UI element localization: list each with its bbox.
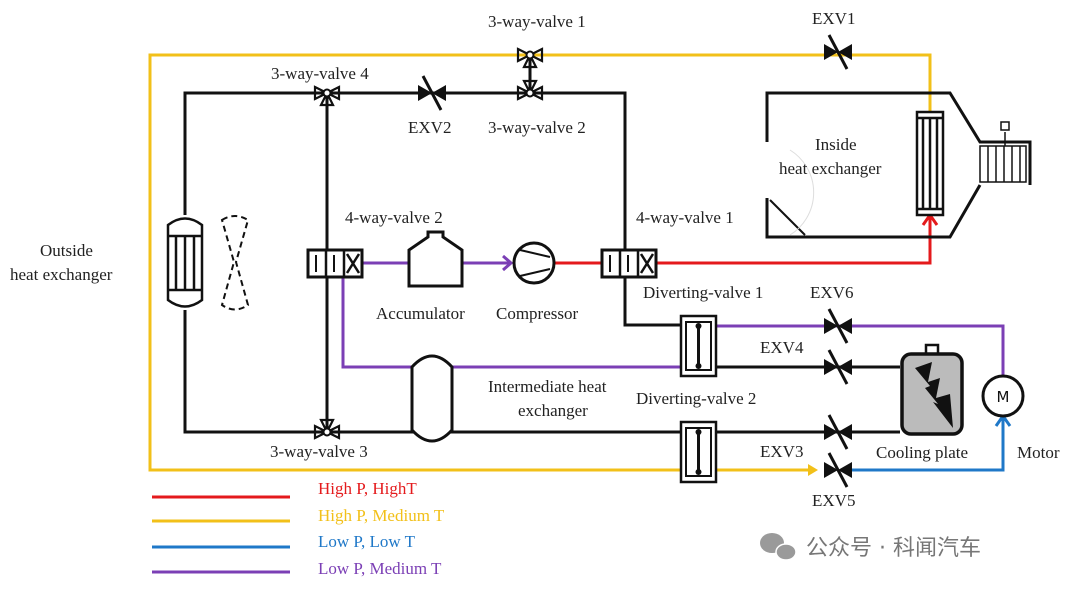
label-cooling-plate: Cooling plate [876,443,968,462]
label-4-way-valve-2: 4-way-valve 2 [345,208,443,227]
watermark-text: 公众号 · 科闻汽车 [806,536,981,561]
fan-icon [220,215,250,311]
exv4-valve[interactable] [822,348,854,386]
blower-icon [979,121,1027,183]
label-3-way-valve-4: 3-way-valve 4 [271,64,369,83]
exv3-valve[interactable] [822,413,854,451]
legend-label: Low P, Medium T [318,559,442,578]
lightning-icon [915,362,953,428]
exv5-valve[interactable] [822,451,854,489]
exv6-valve[interactable] [822,307,854,345]
label-outside-hx-2: heat exchanger [10,265,113,284]
label-4-way-valve-1: 4-way-valve 1 [636,208,734,227]
label-intermediate-hx-1: Intermediate heat [488,377,607,396]
label-exv4: EXV4 [760,338,804,357]
label-diverting-valve-1: Diverting-valve 1 [643,283,763,302]
four-way-valve-2[interactable] [306,248,364,279]
inside-heat-exchanger [915,110,945,217]
outside-heat-exchanger [166,217,204,308]
exv1-valve[interactable] [822,33,854,71]
label-3-way-valve-3: 3-way-valve 3 [270,442,368,461]
wechat-icon [760,533,797,561]
exv2-valve[interactable] [416,74,448,112]
label-exv6: EXV6 [810,283,853,302]
label-inside-hx-2: heat exchanger [779,159,882,178]
label-diverting-valve-2: Diverting-valve 2 [636,389,756,408]
diverting-valve-1[interactable] [679,314,718,378]
label-inside-hx-1: Inside [815,135,857,154]
label-3-way-valve-2: 3-way-valve 2 [488,118,586,137]
label-compressor: Compressor [496,304,579,323]
intermediate-heat-exchanger [410,354,454,443]
label-exv3: EXV3 [760,442,803,461]
legend: High P, HighT High P, Medium T Low P, Lo… [152,479,445,578]
label-motor: Motor [1017,443,1060,462]
legend-label: High P, HighT [318,479,417,498]
legend-label: High P, Medium T [318,506,445,525]
hvac-housing [765,91,1032,239]
four-way-valve-1[interactable] [600,248,658,279]
label-exv1: EXV1 [812,9,855,28]
label-exv5: EXV5 [812,491,855,510]
label-exv2: EXV2 [408,118,451,137]
compressor [512,241,556,285]
watermark: 公众号 · 科闻汽车 [760,533,981,561]
motor: M [981,374,1025,418]
cooling-plate [900,343,964,436]
legend-label: Low P, Low T [318,532,416,551]
arrow-icon [808,464,818,476]
motor-symbol: M [997,388,1010,406]
label-outside-hx-1: Outside [40,241,93,260]
pipe-high-p-medium-t [148,53,932,472]
label-accumulator: Accumulator [376,304,465,323]
pipe-low-p-medium-t [341,254,1005,376]
diverting-valve-2[interactable] [679,420,718,484]
label-3-way-valve-1: 3-way-valve 1 [488,12,586,31]
label-intermediate-hx-2: exchanger [518,401,588,420]
accumulator [407,230,464,288]
